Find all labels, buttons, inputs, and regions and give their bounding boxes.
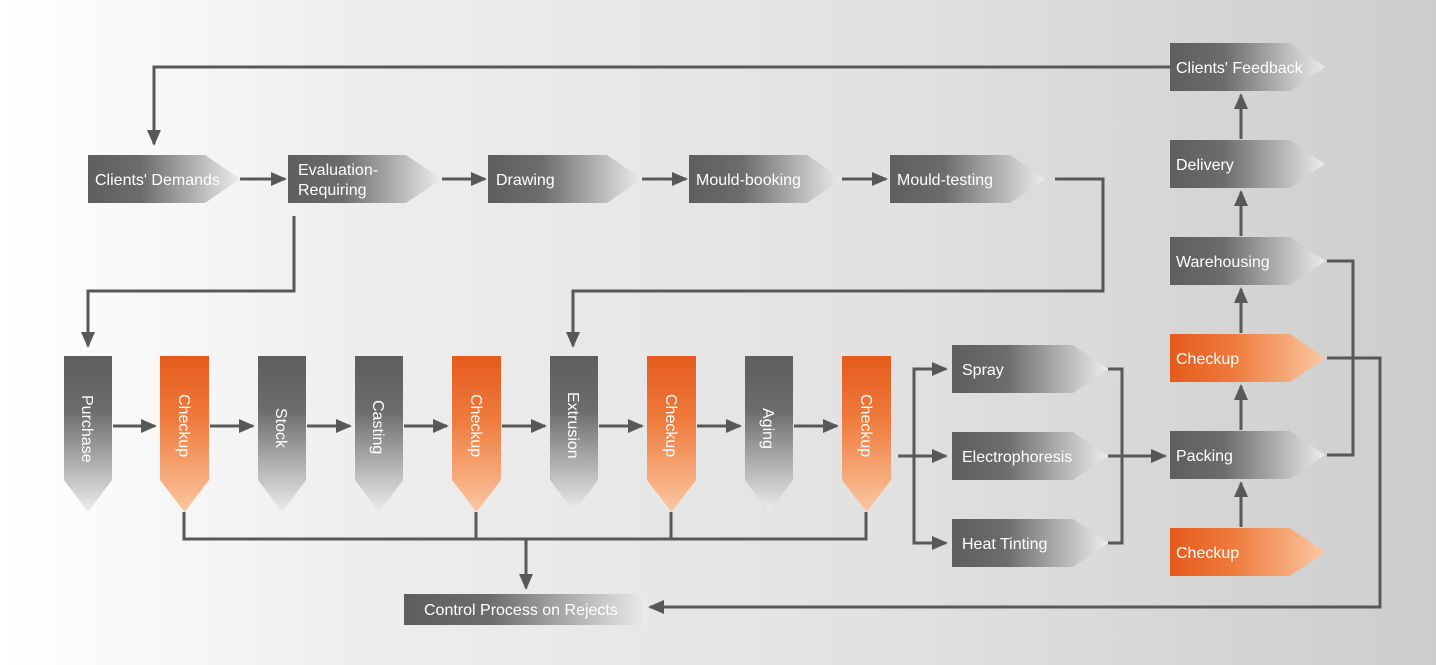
- node-aging: Aging: [745, 356, 793, 512]
- node-extrusion-label: Extrusion: [564, 392, 581, 459]
- node-evaluation-label-line1: Evaluation-: [298, 162, 378, 179]
- arrow-feedback-to-demands: [147, 65, 1170, 146]
- node-purchase-label: Purchase: [78, 395, 95, 463]
- node-heat-tinting-label: Heat Tinting: [962, 536, 1047, 553]
- node-warehousing-label: Warehousing: [1176, 254, 1270, 271]
- arrow-mould-testing-to-extrusion: [566, 177, 1105, 348]
- node-checkup-lower: Checkup: [1170, 528, 1325, 576]
- node-delivery-label: Delivery: [1176, 157, 1234, 174]
- node-checkup-1: Checkup: [160, 356, 209, 512]
- node-checkup-3-label: Checkup: [662, 394, 679, 457]
- node-checkup-3: Checkup: [647, 356, 696, 512]
- node-drawing-label: Drawing: [496, 172, 555, 189]
- node-casting-label: Casting: [369, 400, 386, 454]
- node-packing-label: Packing: [1176, 448, 1233, 465]
- arrow-to-heat-tinting: [912, 456, 948, 550]
- node-mould-testing-label: Mould-testing: [897, 172, 993, 189]
- arrow-right-to-rejects: [648, 356, 1382, 614]
- node-casting: Casting: [355, 356, 403, 512]
- node-evaluation-label-line2: Requiring: [298, 182, 366, 199]
- node-heat-tinting: Heat Tinting: [952, 519, 1108, 567]
- node-mould-testing: Mould-testing: [890, 155, 1045, 203]
- node-clients-demands: Clients' Demands: [88, 155, 240, 203]
- node-mould-booking-label: Mould-booking: [696, 172, 801, 189]
- node-checkup-2-label: Checkup: [467, 394, 484, 457]
- node-packing: Packing: [1170, 431, 1325, 479]
- node-checkup-upper: Checkup: [1170, 334, 1325, 382]
- node-extrusion: Extrusion: [550, 356, 598, 512]
- arrow-to-spray: [912, 362, 948, 456]
- node-electrophoresis: Electrophoresis: [952, 432, 1108, 480]
- node-clients-demands-label: Clients' Demands: [95, 172, 220, 189]
- node-checkup-4: Checkup: [842, 356, 891, 512]
- node-purchase: Purchase: [64, 356, 112, 512]
- node-checkup-lower-label: Checkup: [1176, 545, 1239, 562]
- node-checkup-4-label: Checkup: [857, 394, 874, 457]
- node-control-rejects: Control Process on Rejects: [404, 594, 647, 625]
- node-clients-feedback: Clients' Feedback: [1170, 43, 1325, 91]
- node-electrophoresis-label: Electrophoresis: [962, 449, 1072, 466]
- line-rejects-collector: [182, 512, 868, 541]
- node-drawing: Drawing: [488, 155, 642, 203]
- node-warehousing: Warehousing: [1170, 237, 1325, 285]
- node-checkup-upper-label: Checkup: [1176, 351, 1239, 368]
- node-aging-label: Aging: [759, 408, 776, 449]
- node-stock: Stock: [258, 356, 306, 512]
- node-stock-label: Stock: [272, 408, 289, 449]
- node-checkup-2: Checkup: [452, 356, 501, 512]
- node-delivery: Delivery: [1170, 140, 1325, 188]
- node-spray-label: Spray: [962, 362, 1004, 379]
- arrow-evaluation-to-purchase: [81, 216, 296, 348]
- node-clients-feedback-label: Clients' Feedback: [1176, 60, 1304, 77]
- connectors: [81, 65, 1382, 614]
- node-mould-booking: Mould-booking: [689, 155, 842, 203]
- node-checkup-1-label: Checkup: [175, 394, 192, 457]
- node-spray: Spray: [952, 345, 1108, 393]
- node-evaluation-requiring: Evaluation- Requiring: [288, 155, 442, 203]
- node-control-rejects-label: Control Process on Rejects: [424, 602, 618, 619]
